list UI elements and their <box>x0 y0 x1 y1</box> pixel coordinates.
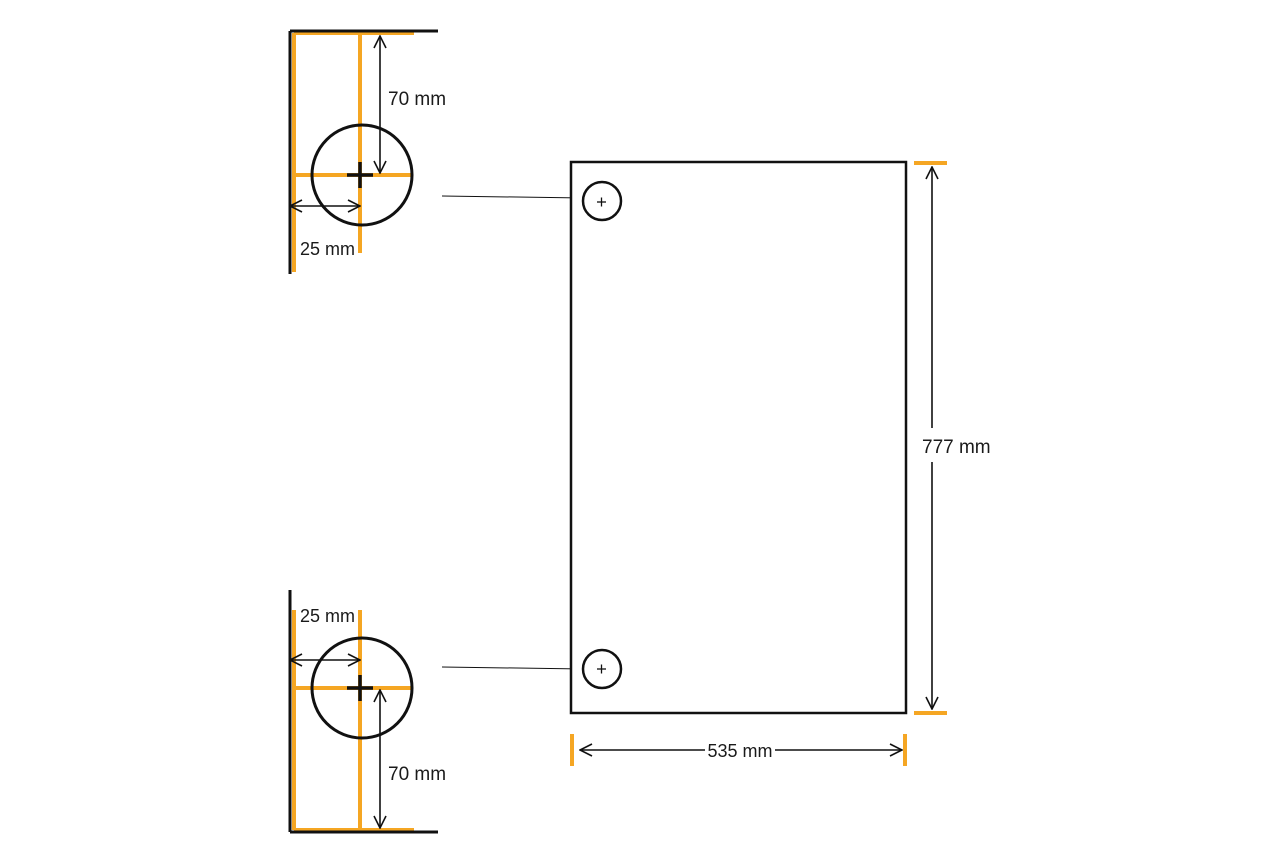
bottom-detail-horizontal-label: 25 mm <box>300 606 355 626</box>
panel-height-label: 777 mm <box>922 437 991 458</box>
top-leader-line <box>441 195 585 199</box>
panel-top-hole-cross <box>597 197 606 207</box>
panel-top-hole <box>581 180 623 222</box>
bottom-leader-line <box>441 666 585 670</box>
top-detail-horizontal-label: 25 mm <box>300 239 355 259</box>
bottom-detail-cabinet-edge <box>288 590 438 834</box>
panel-width-label: 535 mm <box>707 741 772 761</box>
door-panel <box>569 160 908 715</box>
top-detail-hinge-cup-circle <box>310 123 414 227</box>
top-detail-center-cross <box>347 162 373 188</box>
door-panel-outline <box>569 160 908 715</box>
bottom-detail-vertical-label: 70 mm <box>388 764 446 785</box>
top-detail-guide-lines <box>292 31 414 272</box>
bottom-detail-hinge-cup-circle <box>310 636 414 740</box>
top-hinge-detail: 70 mm 25 mm <box>288 29 446 274</box>
top-detail-vertical-label: 70 mm <box>388 89 446 110</box>
panel-width-dimension: 535 mm <box>570 734 907 766</box>
bottom-detail-center-cross <box>347 675 373 701</box>
panel-height-dimension: 777 mm <box>914 161 991 715</box>
panel-bottom-hole <box>581 648 623 690</box>
bottom-hinge-detail: 70 mm 25 mm <box>288 590 446 834</box>
bottom-detail-guide-lines <box>292 610 414 832</box>
top-detail-cabinet-edge <box>288 29 438 274</box>
panel-bottom-hole-cross <box>597 664 606 674</box>
